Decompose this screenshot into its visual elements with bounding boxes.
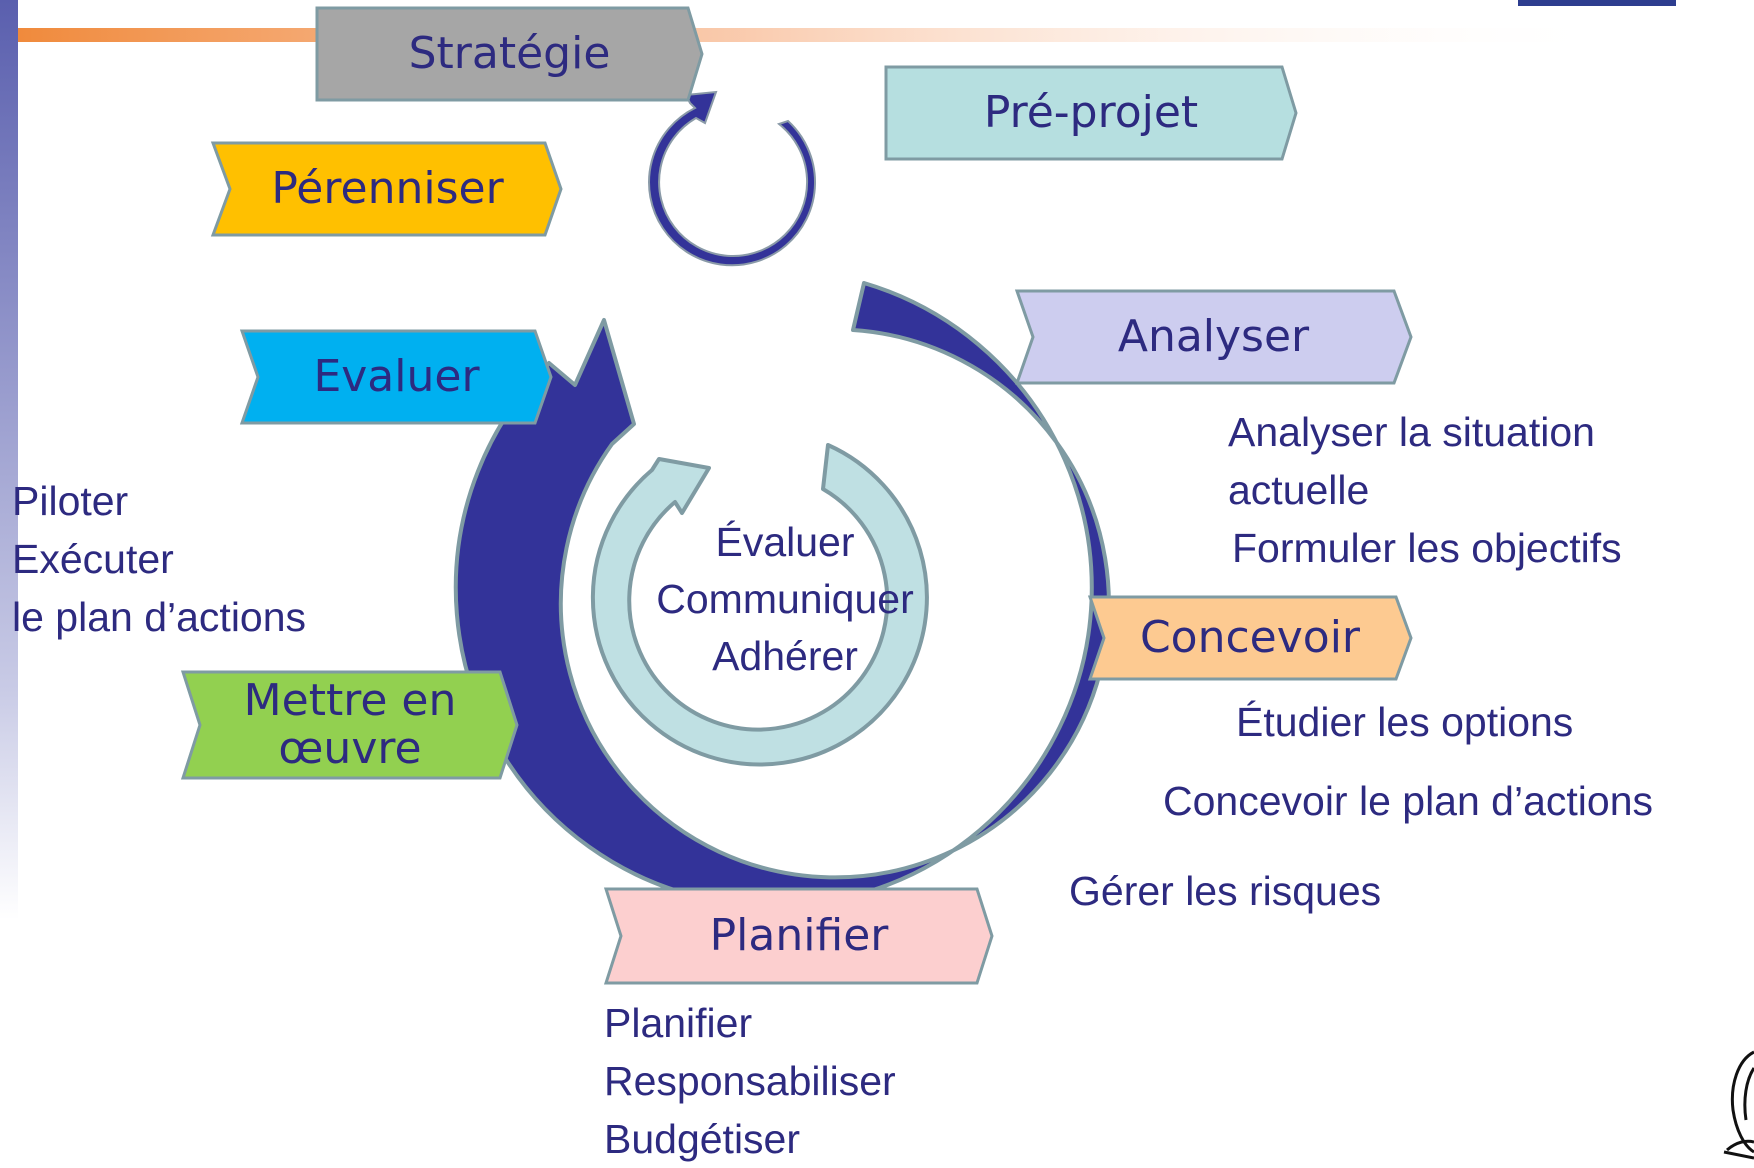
small-cycle-arrow	[648, 90, 817, 267]
stage-planifier-shape	[603, 887, 994, 985]
center-line: Adhérer	[712, 633, 858, 679]
note-line: Analyser la situation	[1228, 409, 1595, 455]
corner-logo-fragment	[1518, 0, 1676, 6]
stage-concevoir-shape	[1087, 595, 1413, 681]
center-line: Évaluer	[715, 519, 855, 565]
stage-analyser-shape	[1014, 289, 1413, 385]
concevoir-note-3: Gérer les risques	[1069, 868, 1382, 914]
planifier-notes: Planifier Responsabiliser Budgétiser	[604, 994, 896, 1168]
center-line: Communiquer	[656, 576, 914, 622]
stage-mettre-en-oeuvre-shape	[180, 670, 519, 780]
concevoir-note-1: Étudier les options	[1236, 699, 1574, 745]
stage-perenniser-shape	[210, 141, 563, 237]
figure-drawing	[1723, 1050, 1754, 1160]
note-line: le plan d’actions	[12, 594, 307, 640]
note-line: Planifier	[604, 1000, 753, 1046]
piloter-notes: Piloter Exécuter le plan d’actions	[12, 472, 306, 646]
note-line: actuelle	[1228, 467, 1370, 513]
note-line: Budgétiser	[604, 1116, 801, 1162]
stage-pre-projet-shape	[884, 65, 1298, 161]
analyser-notes: Analyser la situation actuelle Formuler …	[1228, 403, 1622, 577]
note-line: Responsabiliser	[604, 1058, 896, 1104]
left-accent-bar	[0, 0, 18, 920]
stage-strategie-shape	[315, 6, 704, 102]
center-text: Évaluer Communiquer Adhérer	[620, 514, 950, 685]
note-line: Exécuter	[12, 536, 174, 582]
inner-cycle-arrow	[590, 443, 929, 767]
stage-evaluer-shape	[239, 329, 553, 425]
top-accent-bar	[18, 28, 1618, 42]
note-line: Formuler les objectifs	[1232, 525, 1622, 571]
note-line: Piloter	[12, 478, 129, 524]
concevoir-note-2: Concevoir le plan d’actions	[1163, 778, 1653, 824]
